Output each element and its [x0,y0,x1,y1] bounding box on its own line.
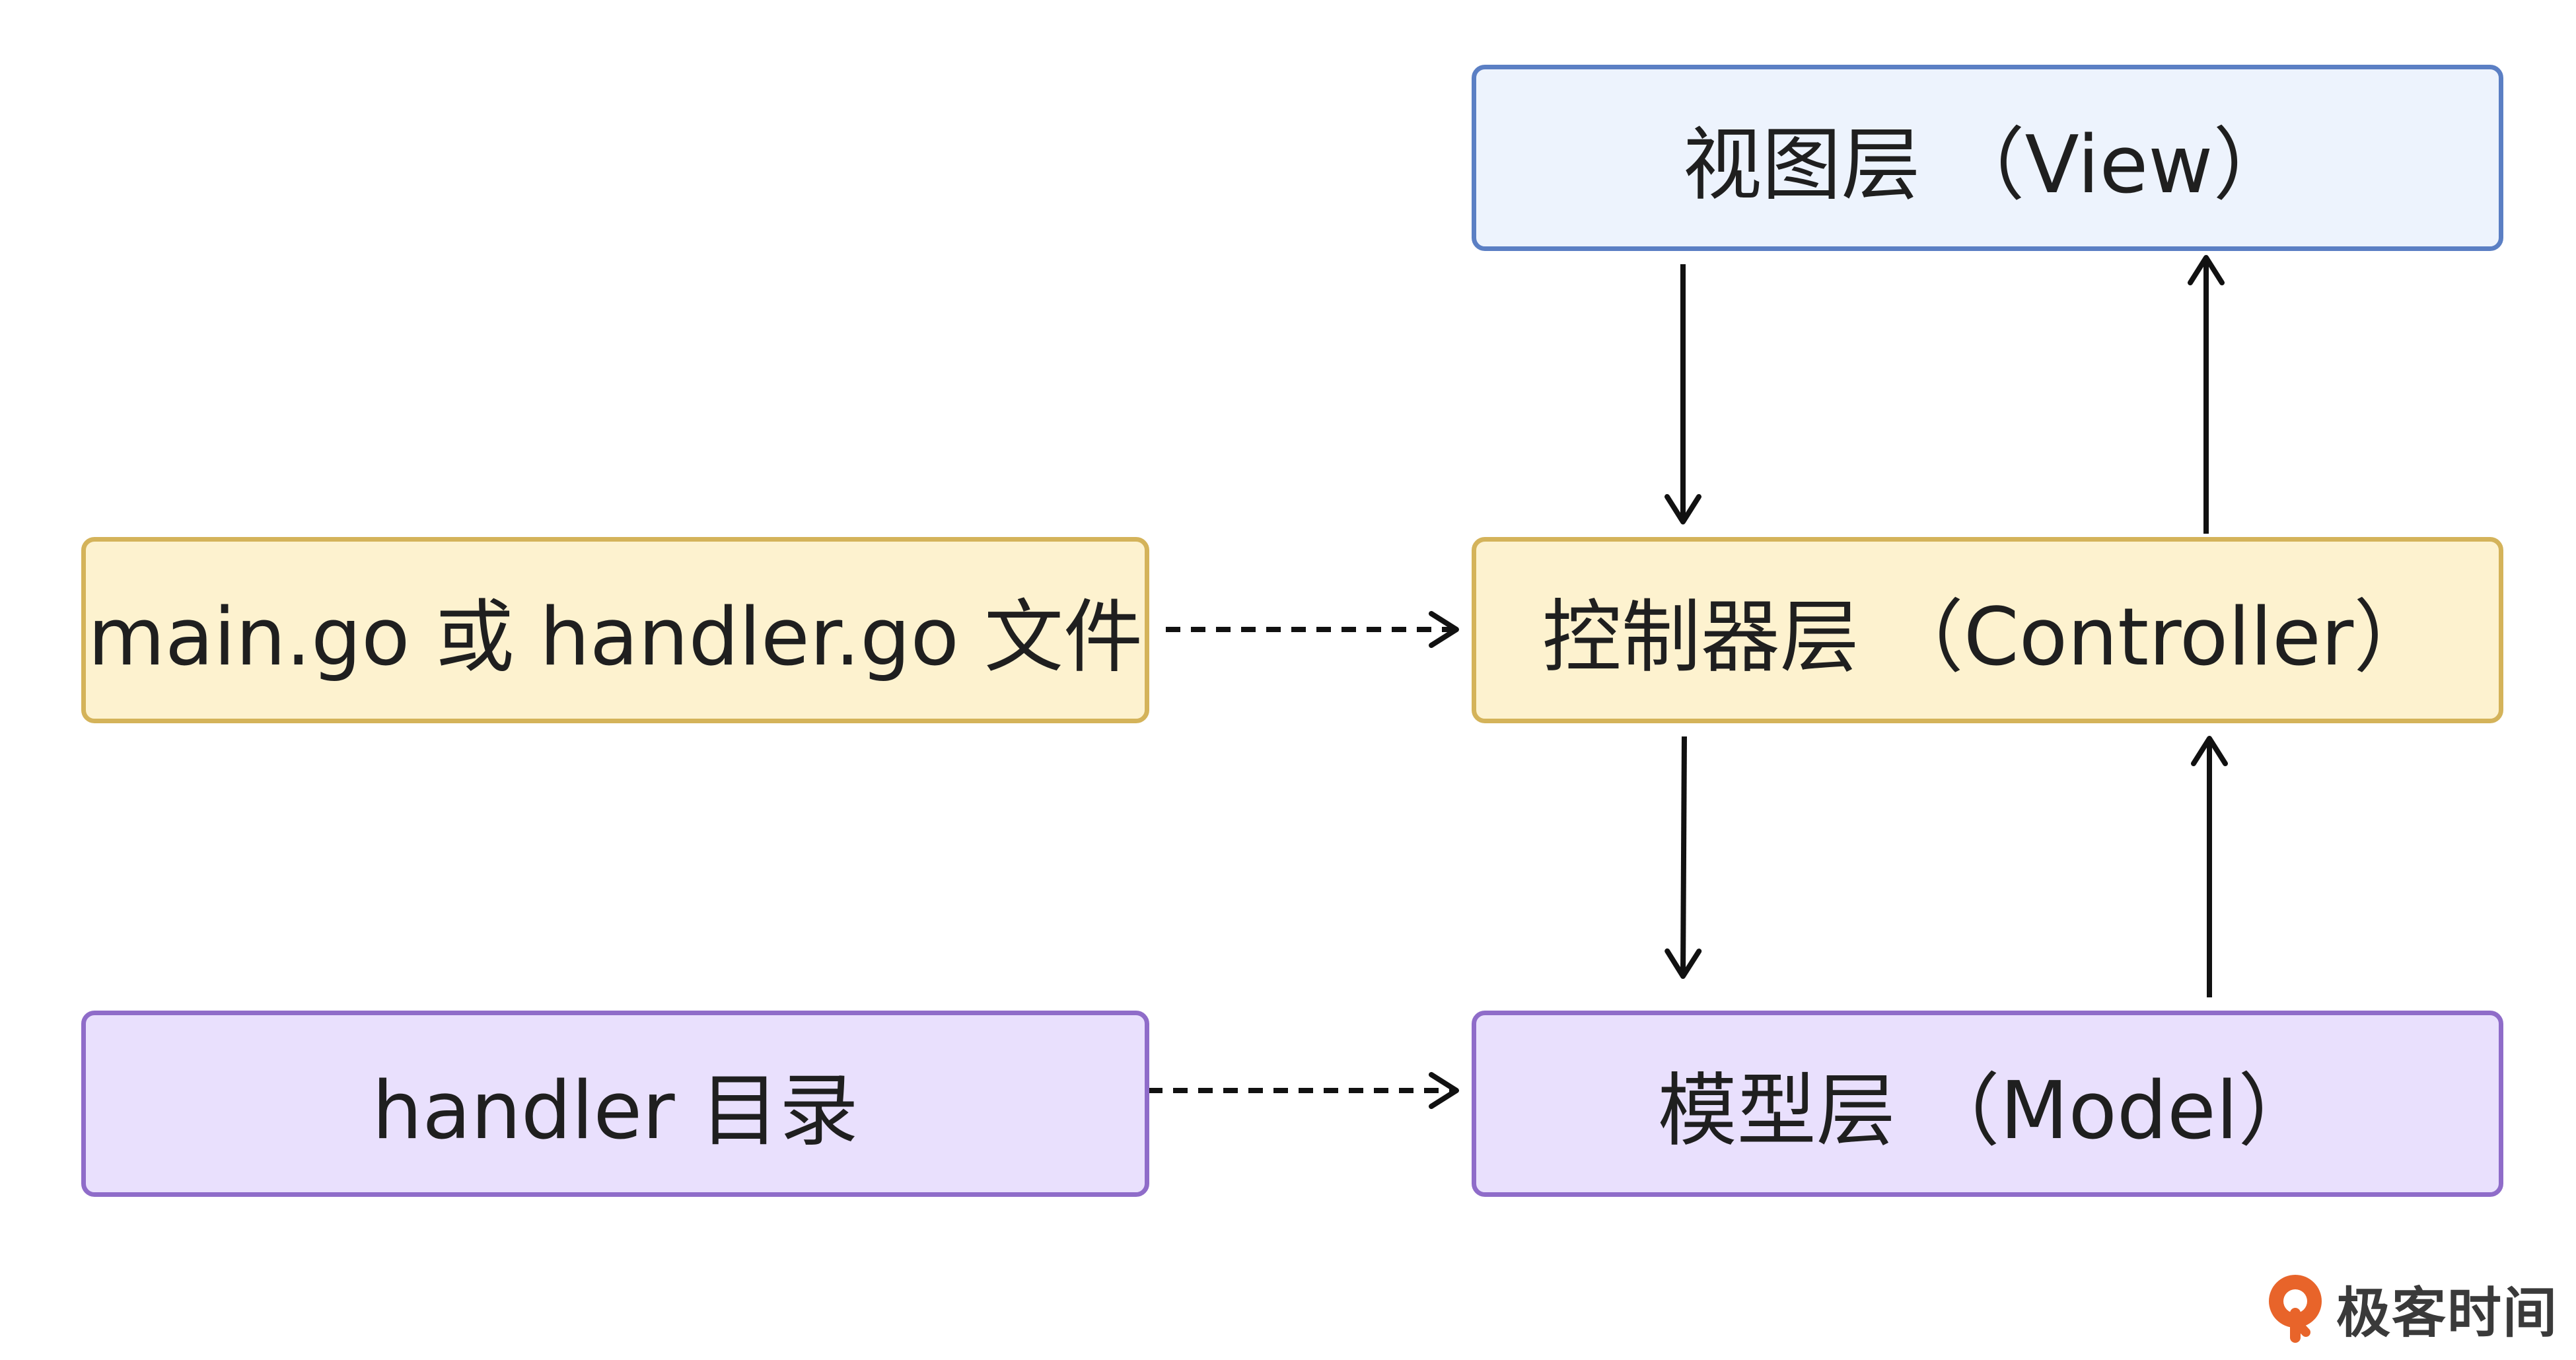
main-go-file-label: main.go 或 handler.go 文件 [87,592,1143,684]
handler-directory-node: handler 目录 [81,1011,1149,1197]
view-layer-label: 视图层 （View） [1682,120,2293,211]
watermark: 极客时间 [2262,1271,2559,1345]
controller-layer-node: 控制器层 （Controller） [1472,537,2503,723]
view-layer-node: 视图层 （View） [1472,65,2503,251]
edge-controller-to-model [1664,736,1702,979]
main-go-file-node: main.go 或 handler.go 文件 [81,537,1149,723]
model-layer-label: 模型层 （Model） [1657,1065,2318,1157]
watermark-text: 极客时间 [2336,1281,2559,1345]
geektime-logo-icon [2269,1275,2322,1343]
handler-directory-label: handler 目录 [372,1065,859,1157]
controller-layer-label: 控制器层 （Controller） [1542,592,2433,684]
model-layer-node: 模型层 （Model） [1472,1011,2503,1197]
